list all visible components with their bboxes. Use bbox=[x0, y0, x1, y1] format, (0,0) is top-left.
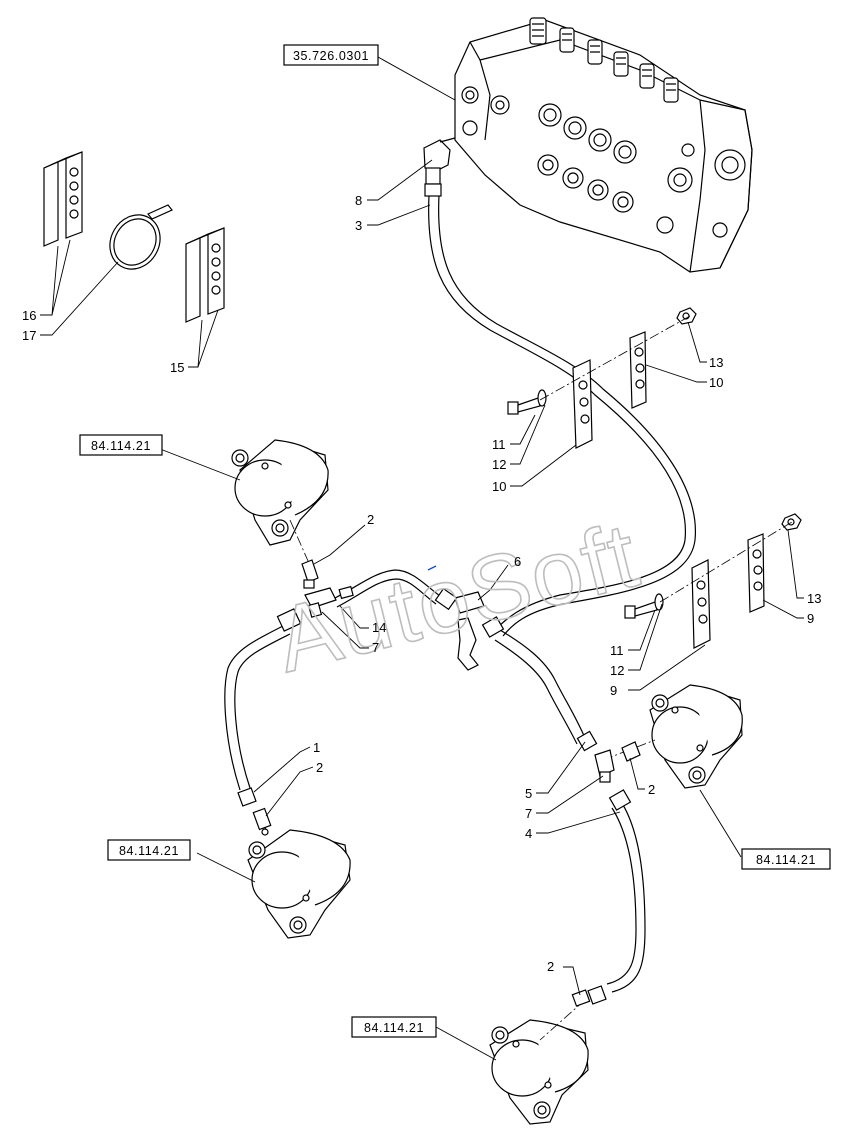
bolt-11-washer-12-lower bbox=[624, 593, 664, 619]
leader-lines bbox=[40, 56, 804, 1061]
clamp-half-15 bbox=[185, 227, 225, 323]
callout-17: 17 bbox=[22, 328, 36, 343]
ref-box-cylinder-top-left[interactable]: 84.114.21 bbox=[79, 434, 163, 456]
callout-4: 4 bbox=[525, 826, 532, 841]
callout-1: 1 bbox=[313, 740, 320, 755]
ref-label-cylinder-top-left: 84.114.21 bbox=[91, 439, 151, 453]
callout-3: 3 bbox=[355, 218, 362, 233]
callout-5: 5 bbox=[525, 786, 532, 801]
callout-6: 6 bbox=[514, 554, 521, 569]
ref-box-valve-block[interactable]: 35.726.0301 bbox=[283, 44, 379, 66]
clamp-10-upper bbox=[629, 331, 647, 409]
blue-marker bbox=[427, 565, 437, 571]
nut-13-top bbox=[676, 307, 697, 325]
cylinder-right bbox=[649, 684, 743, 789]
hose-3 bbox=[428, 194, 696, 637]
callout-12-lower: 12 bbox=[610, 663, 624, 678]
fittings bbox=[237, 559, 641, 1007]
ref-label-cylinder-bottom: 84.114.21 bbox=[364, 1021, 424, 1035]
callout-13-lower: 13 bbox=[807, 591, 821, 606]
callout-13-top: 13 bbox=[709, 355, 723, 370]
clamp-half-16 bbox=[43, 151, 83, 247]
callout-7-left: 7 bbox=[372, 640, 379, 655]
ref-label-cylinder-bottom-left: 84.114.21 bbox=[119, 844, 179, 858]
clamp-9-lower bbox=[691, 559, 711, 649]
callouts: 8 3 16 17 15 13 10 11 12 10 2 6 14 7 13 … bbox=[22, 193, 821, 974]
hose-4 bbox=[606, 799, 646, 993]
hose-5 bbox=[494, 629, 586, 745]
callout-2-left: 2 bbox=[316, 760, 323, 775]
ref-box-cylinder-bottom[interactable]: 84.114.21 bbox=[351, 1016, 437, 1038]
callout-8: 8 bbox=[355, 193, 362, 208]
callout-2-bottom: 2 bbox=[547, 959, 554, 974]
hose-14 bbox=[334, 569, 441, 608]
callout-2-right: 2 bbox=[648, 782, 655, 797]
elbow-fitting-8 bbox=[423, 137, 456, 197]
ref-box-cylinder-bottom-left[interactable]: 84.114.21 bbox=[107, 839, 191, 861]
clamp-10-lower bbox=[572, 359, 593, 449]
cylinder-bottom-left bbox=[247, 828, 351, 939]
ref-label-cylinder-right: 84.114.21 bbox=[756, 853, 816, 867]
cylinder-top-left bbox=[231, 439, 329, 546]
ref-box-cylinder-right[interactable]: 84.114.21 bbox=[741, 848, 831, 870]
callout-7-right: 7 bbox=[525, 806, 532, 821]
callout-15: 15 bbox=[170, 360, 184, 375]
callout-9-right: 9 bbox=[807, 611, 814, 626]
callout-10-bottom: 10 bbox=[492, 479, 506, 494]
callout-16: 16 bbox=[22, 308, 36, 323]
callout-12-top: 12 bbox=[492, 457, 506, 472]
bolt-11-washer-12 bbox=[507, 389, 547, 415]
control-valve-block bbox=[454, 17, 753, 273]
clamp-9-upper bbox=[747, 533, 765, 613]
cable-tie-17 bbox=[109, 204, 173, 270]
callout-11-lower: 11 bbox=[610, 643, 624, 658]
callout-2-top-left: 2 bbox=[367, 512, 374, 527]
assembly-axis-line-lower bbox=[659, 521, 793, 603]
hose-1 bbox=[224, 624, 291, 791]
callout-9-left: 9 bbox=[610, 683, 617, 698]
cylinder-bottom bbox=[489, 1019, 589, 1125]
assembly-axis-line-top bbox=[539, 315, 691, 401]
callout-11-top: 11 bbox=[492, 437, 506, 452]
watermark-text: AutoSoft bbox=[266, 504, 649, 692]
callout-10-top: 10 bbox=[709, 375, 723, 390]
callout-14: 14 bbox=[372, 620, 386, 635]
ref-label-valve-block: 35.726.0301 bbox=[293, 49, 369, 63]
